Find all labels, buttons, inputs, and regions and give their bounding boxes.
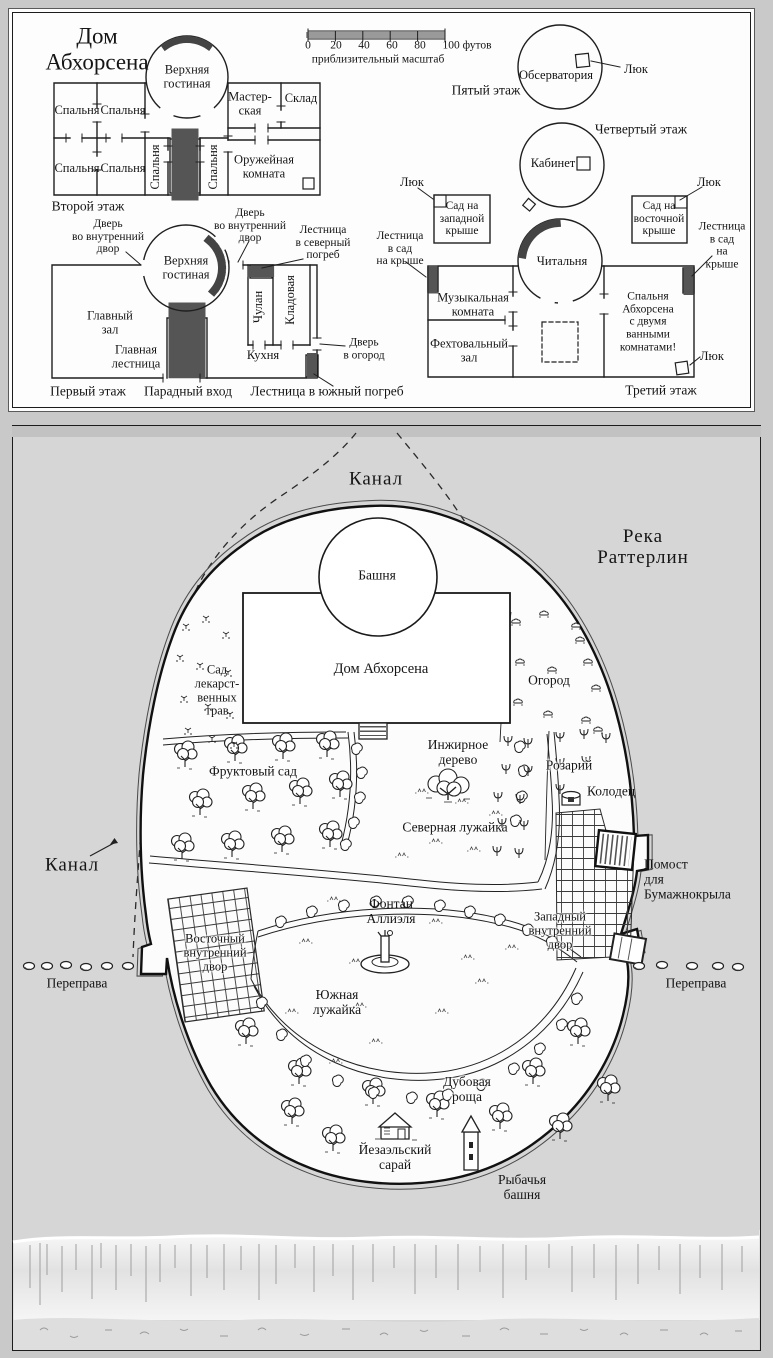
map-far-bank-shading bbox=[12, 426, 761, 437]
label-bedroom-5: Спальня bbox=[148, 144, 163, 190]
label-south-lawn: Южная лужайка bbox=[312, 987, 362, 1017]
label-bedroom-4: Спальня bbox=[100, 161, 146, 176]
label-barn: Йезаэльский сарай bbox=[358, 1142, 432, 1172]
label-vegetable-garden: Огород bbox=[528, 672, 570, 688]
label-closet: Чулан bbox=[251, 290, 266, 324]
scale-tick-20: 20 bbox=[330, 39, 342, 52]
label-fifth-floor: Пятый этаж bbox=[451, 82, 521, 98]
label-courtyard-door-north: Дверь во внутренний двор bbox=[214, 207, 286, 245]
label-armory: Оружейная комната bbox=[234, 152, 294, 180]
label-bedroom-6: Спальня bbox=[206, 144, 221, 190]
label-upper-lounge-2f: Верхняя гостиная bbox=[163, 62, 211, 90]
label-crossing-east: Переправа bbox=[665, 975, 727, 991]
label-crossing-west: Переправа bbox=[46, 975, 108, 991]
label-tower: Башня bbox=[358, 567, 396, 583]
label-hatch-east-roof: Люк bbox=[697, 175, 721, 190]
label-fountain: Фонтан Аллиэля bbox=[366, 896, 416, 926]
label-west-roof-garden: Сад на западной крыше bbox=[439, 200, 485, 238]
label-garden-door: Дверь в огород bbox=[343, 336, 385, 361]
label-hatch-west-roof: Люк bbox=[400, 175, 424, 190]
label-east-roof-garden: Сад на восточной крыше bbox=[633, 200, 685, 238]
label-kitchen: Кухня bbox=[246, 348, 280, 363]
scale-tick-60: 60 bbox=[386, 39, 398, 52]
label-canal-north: Канал bbox=[348, 468, 404, 490]
label-abhorsens-house: Дом Абхорсена bbox=[333, 661, 429, 678]
label-fishing-tower: Рыбачья башня bbox=[497, 1172, 547, 1202]
label-bedroom-3: Спальня bbox=[54, 161, 100, 176]
label-bedroom-1: Спальня bbox=[54, 103, 100, 118]
label-west-courtyard: Западный внутренний двор bbox=[528, 909, 592, 951]
floorplans-inner-border bbox=[12, 12, 751, 408]
label-roof-stairs-left: Лестница в сад на крыше bbox=[376, 230, 424, 268]
label-well: Колодец bbox=[586, 783, 636, 799]
label-fencing-hall: Фехтовальный зал bbox=[430, 336, 508, 364]
label-upper-lounge-1f: Верхняя гостиная bbox=[162, 253, 210, 281]
label-third-floor: Третий этаж bbox=[625, 382, 697, 398]
label-hatch-bedroom: Люк bbox=[700, 349, 724, 364]
label-storeroom: Склад bbox=[284, 91, 318, 106]
label-canal-west: Канал bbox=[44, 854, 100, 876]
label-main-stairs: Главная лестница bbox=[111, 342, 161, 370]
label-rose-garden: Розарий bbox=[545, 757, 593, 773]
scale-tick-100: 100 футов bbox=[442, 39, 492, 52]
label-study: Кабинет bbox=[530, 156, 576, 171]
label-fourth-floor: Четвертый этаж bbox=[594, 121, 688, 137]
label-observatory: Обсерватория bbox=[518, 68, 594, 83]
label-north-lawn: Северная лужайка bbox=[402, 819, 508, 835]
scale-caption: приблизительный масштаб bbox=[311, 53, 445, 66]
label-paperwing-platform: Помост для Бумажнокрыла bbox=[644, 856, 731, 902]
label-front-entrance: Парадный вход bbox=[143, 383, 233, 399]
label-south-cellar-stairs: Лестница в южный погреб bbox=[250, 383, 404, 399]
label-workshop: Мастер- ская bbox=[228, 89, 272, 117]
label-main-hall: Главный зал bbox=[87, 308, 133, 336]
label-abhorsen-bedroom: Спальня Абхорсена с двумя ванными комнат… bbox=[619, 290, 677, 353]
label-east-courtyard: Восточный внутренний двор bbox=[183, 931, 247, 973]
label-music-room: Музыкальная комната bbox=[437, 290, 509, 318]
scale-tick-0: 0 bbox=[305, 39, 311, 52]
label-courtyard-door-west: Дверь во внутренний двор bbox=[72, 218, 144, 256]
label-north-cellar-stairs: Лестница в северный погреб bbox=[295, 224, 351, 262]
label-river-ratterlin: Река Раттерлин bbox=[597, 526, 689, 568]
scale-tick-40: 40 bbox=[358, 39, 370, 52]
label-roof-stairs-right: Лестница в сад на крыше bbox=[698, 220, 746, 271]
label-hatch-observatory: Люк bbox=[624, 62, 648, 77]
label-second-floor: Второй этаж bbox=[51, 198, 125, 214]
label-bedroom-2: Спальня bbox=[100, 103, 146, 118]
scale-tick-80: 80 bbox=[414, 39, 426, 52]
label-oak-grove: Дубовая роща bbox=[443, 1074, 491, 1104]
plans-title: Дом Абхорсена bbox=[45, 23, 149, 75]
label-reading-room: Читальня bbox=[536, 254, 588, 269]
label-fig-tree: Инжирное дерево bbox=[427, 737, 489, 767]
label-pantry: Кладовая bbox=[283, 275, 298, 325]
label-first-floor: Первый этаж bbox=[50, 383, 126, 399]
label-orchard: Фруктовый сад bbox=[209, 763, 297, 779]
label-herb-garden: Сад лекарст- венных трав bbox=[194, 662, 240, 718]
